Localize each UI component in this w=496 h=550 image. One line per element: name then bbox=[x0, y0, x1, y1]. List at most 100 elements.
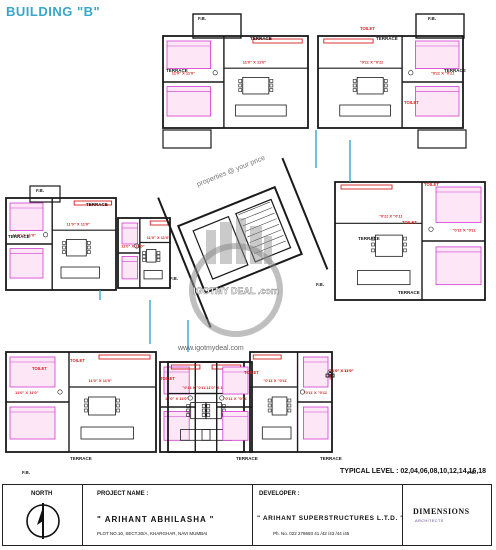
chair bbox=[325, 373, 330, 378]
top-bedroom-ext bbox=[415, 13, 465, 39]
kitchen-counter bbox=[73, 200, 113, 206]
dining-table bbox=[271, 396, 288, 416]
wc-fixture bbox=[134, 243, 140, 249]
bed bbox=[415, 40, 460, 70]
label-fb: F.B. bbox=[428, 16, 436, 21]
north-arrow-icon bbox=[26, 503, 60, 539]
core-spine bbox=[157, 197, 212, 328]
developer-label: DEVELOPER : bbox=[259, 491, 300, 497]
chair bbox=[238, 83, 243, 88]
fb-box bbox=[29, 185, 61, 203]
chair bbox=[267, 398, 272, 403]
bed bbox=[166, 40, 211, 70]
stair-tread bbox=[240, 207, 273, 221]
label-terrace: TERRACE bbox=[86, 202, 108, 207]
sofa bbox=[80, 426, 134, 440]
dining-table bbox=[66, 239, 87, 257]
sofa bbox=[180, 429, 211, 441]
chair bbox=[206, 404, 211, 408]
room-dimension: 11'0" X 11'0" bbox=[172, 71, 196, 76]
label-terrace: TERRACE bbox=[8, 234, 30, 239]
north-cell: NORTH bbox=[3, 485, 83, 545]
dining-table bbox=[242, 77, 270, 95]
lift-shaft bbox=[192, 215, 249, 280]
flat-unit-bottom-left: 11'0" X 11'0"11'0" X 11'0" bbox=[5, 351, 157, 453]
project-cell: PROJECT NAME : " ARIHANT ABHILASHA " PLO… bbox=[83, 485, 253, 545]
room-dimension: 11'0" X 11'0" bbox=[89, 378, 113, 383]
room-dimension: 11'0" X 11'0" bbox=[147, 235, 171, 240]
building-title: BUILDING "B" bbox=[6, 4, 101, 19]
label-terrace: TERRACE bbox=[444, 68, 466, 73]
room-dimension: 11'0" X 11'0" bbox=[206, 385, 230, 390]
firm-sub: ARCHITECTS bbox=[415, 518, 444, 523]
room-dimension: 11'0" X 11'0" bbox=[263, 378, 287, 383]
chair bbox=[383, 88, 388, 92]
sofa bbox=[357, 270, 411, 286]
label-terrace: TERRACE bbox=[398, 290, 420, 295]
top-bedroom-ext bbox=[192, 13, 242, 39]
stair-tread bbox=[249, 229, 282, 243]
kitchen-counter bbox=[252, 38, 303, 44]
north-label: NORTH bbox=[31, 491, 53, 497]
wc-fixture bbox=[219, 395, 225, 401]
project-name: " ARIHANT ABHILASHA " bbox=[97, 515, 215, 524]
core-group bbox=[157, 157, 329, 328]
chair bbox=[352, 88, 357, 92]
flat-unit-top-left: 11'0" X 11'0"11'0" X 11'0" bbox=[162, 35, 309, 129]
chair bbox=[84, 408, 88, 413]
label-toilet: TOILET bbox=[160, 376, 175, 381]
sofa bbox=[60, 266, 100, 279]
wc-fixture bbox=[57, 389, 63, 395]
terrace-box bbox=[162, 129, 212, 149]
bed bbox=[166, 86, 211, 117]
title-block: NORTH PROJECT NAME : " ARIHANT ABHILASHA… bbox=[2, 484, 492, 546]
bed bbox=[435, 186, 482, 223]
chair bbox=[87, 241, 91, 245]
sofa bbox=[143, 270, 163, 280]
project-address: PLOT NO.10, SECT.30/A, KHARGHAR, NAVI MU… bbox=[97, 531, 208, 536]
label-toilet: TOILET bbox=[404, 100, 419, 105]
room-dimension: 11'0" X 11'0" bbox=[121, 243, 145, 248]
chair bbox=[269, 88, 274, 92]
stair-tread bbox=[245, 218, 277, 232]
chair bbox=[403, 236, 407, 241]
chair bbox=[116, 403, 120, 408]
label-fb: F.B. bbox=[36, 188, 44, 193]
bed bbox=[9, 406, 56, 440]
chair bbox=[87, 250, 91, 254]
sofa bbox=[339, 104, 391, 117]
floor-plan-drawing: 11'0" X 11'0"11'0" X 11'0"11'0" X 11'0"1… bbox=[5, 13, 486, 475]
chair bbox=[116, 398, 120, 403]
chair bbox=[403, 248, 407, 253]
label-fb: F.B. bbox=[22, 470, 30, 475]
label-toilet: TOILET bbox=[402, 220, 417, 225]
wc-fixture bbox=[327, 369, 333, 375]
chair bbox=[269, 79, 274, 83]
sofa bbox=[235, 104, 287, 117]
watermark-bottom: www.igotmydeal.com bbox=[178, 345, 244, 352]
bed bbox=[9, 356, 56, 388]
wc-fixture bbox=[408, 70, 414, 76]
label-terrace: TERRACE bbox=[376, 36, 398, 41]
kitchen-counter bbox=[340, 184, 393, 190]
watermark-building bbox=[206, 230, 216, 264]
chair bbox=[186, 408, 190, 413]
label-toilet: TOILET bbox=[70, 358, 85, 363]
architect-cell: DIMENSIONS ARCHITECTS bbox=[403, 485, 491, 545]
stair-tread bbox=[238, 201, 271, 215]
wc-fixture bbox=[43, 232, 49, 238]
flat-unit-spacer: 11'0" X 11'0"11'0" X 11'0" bbox=[325, 368, 354, 383]
core-wall bbox=[176, 185, 304, 295]
chair bbox=[287, 398, 292, 403]
chair bbox=[186, 404, 190, 408]
chair bbox=[287, 408, 292, 413]
chair bbox=[156, 251, 161, 255]
label-fb: F.B. bbox=[316, 282, 324, 287]
bed bbox=[9, 202, 44, 232]
flat-unit-top-right: 11'0" X 11'0"11'0" X 11'0" bbox=[317, 35, 464, 129]
bed bbox=[9, 248, 44, 279]
bed bbox=[415, 86, 460, 117]
terrace-box bbox=[417, 129, 467, 149]
bed bbox=[302, 356, 329, 388]
chair bbox=[330, 373, 335, 378]
